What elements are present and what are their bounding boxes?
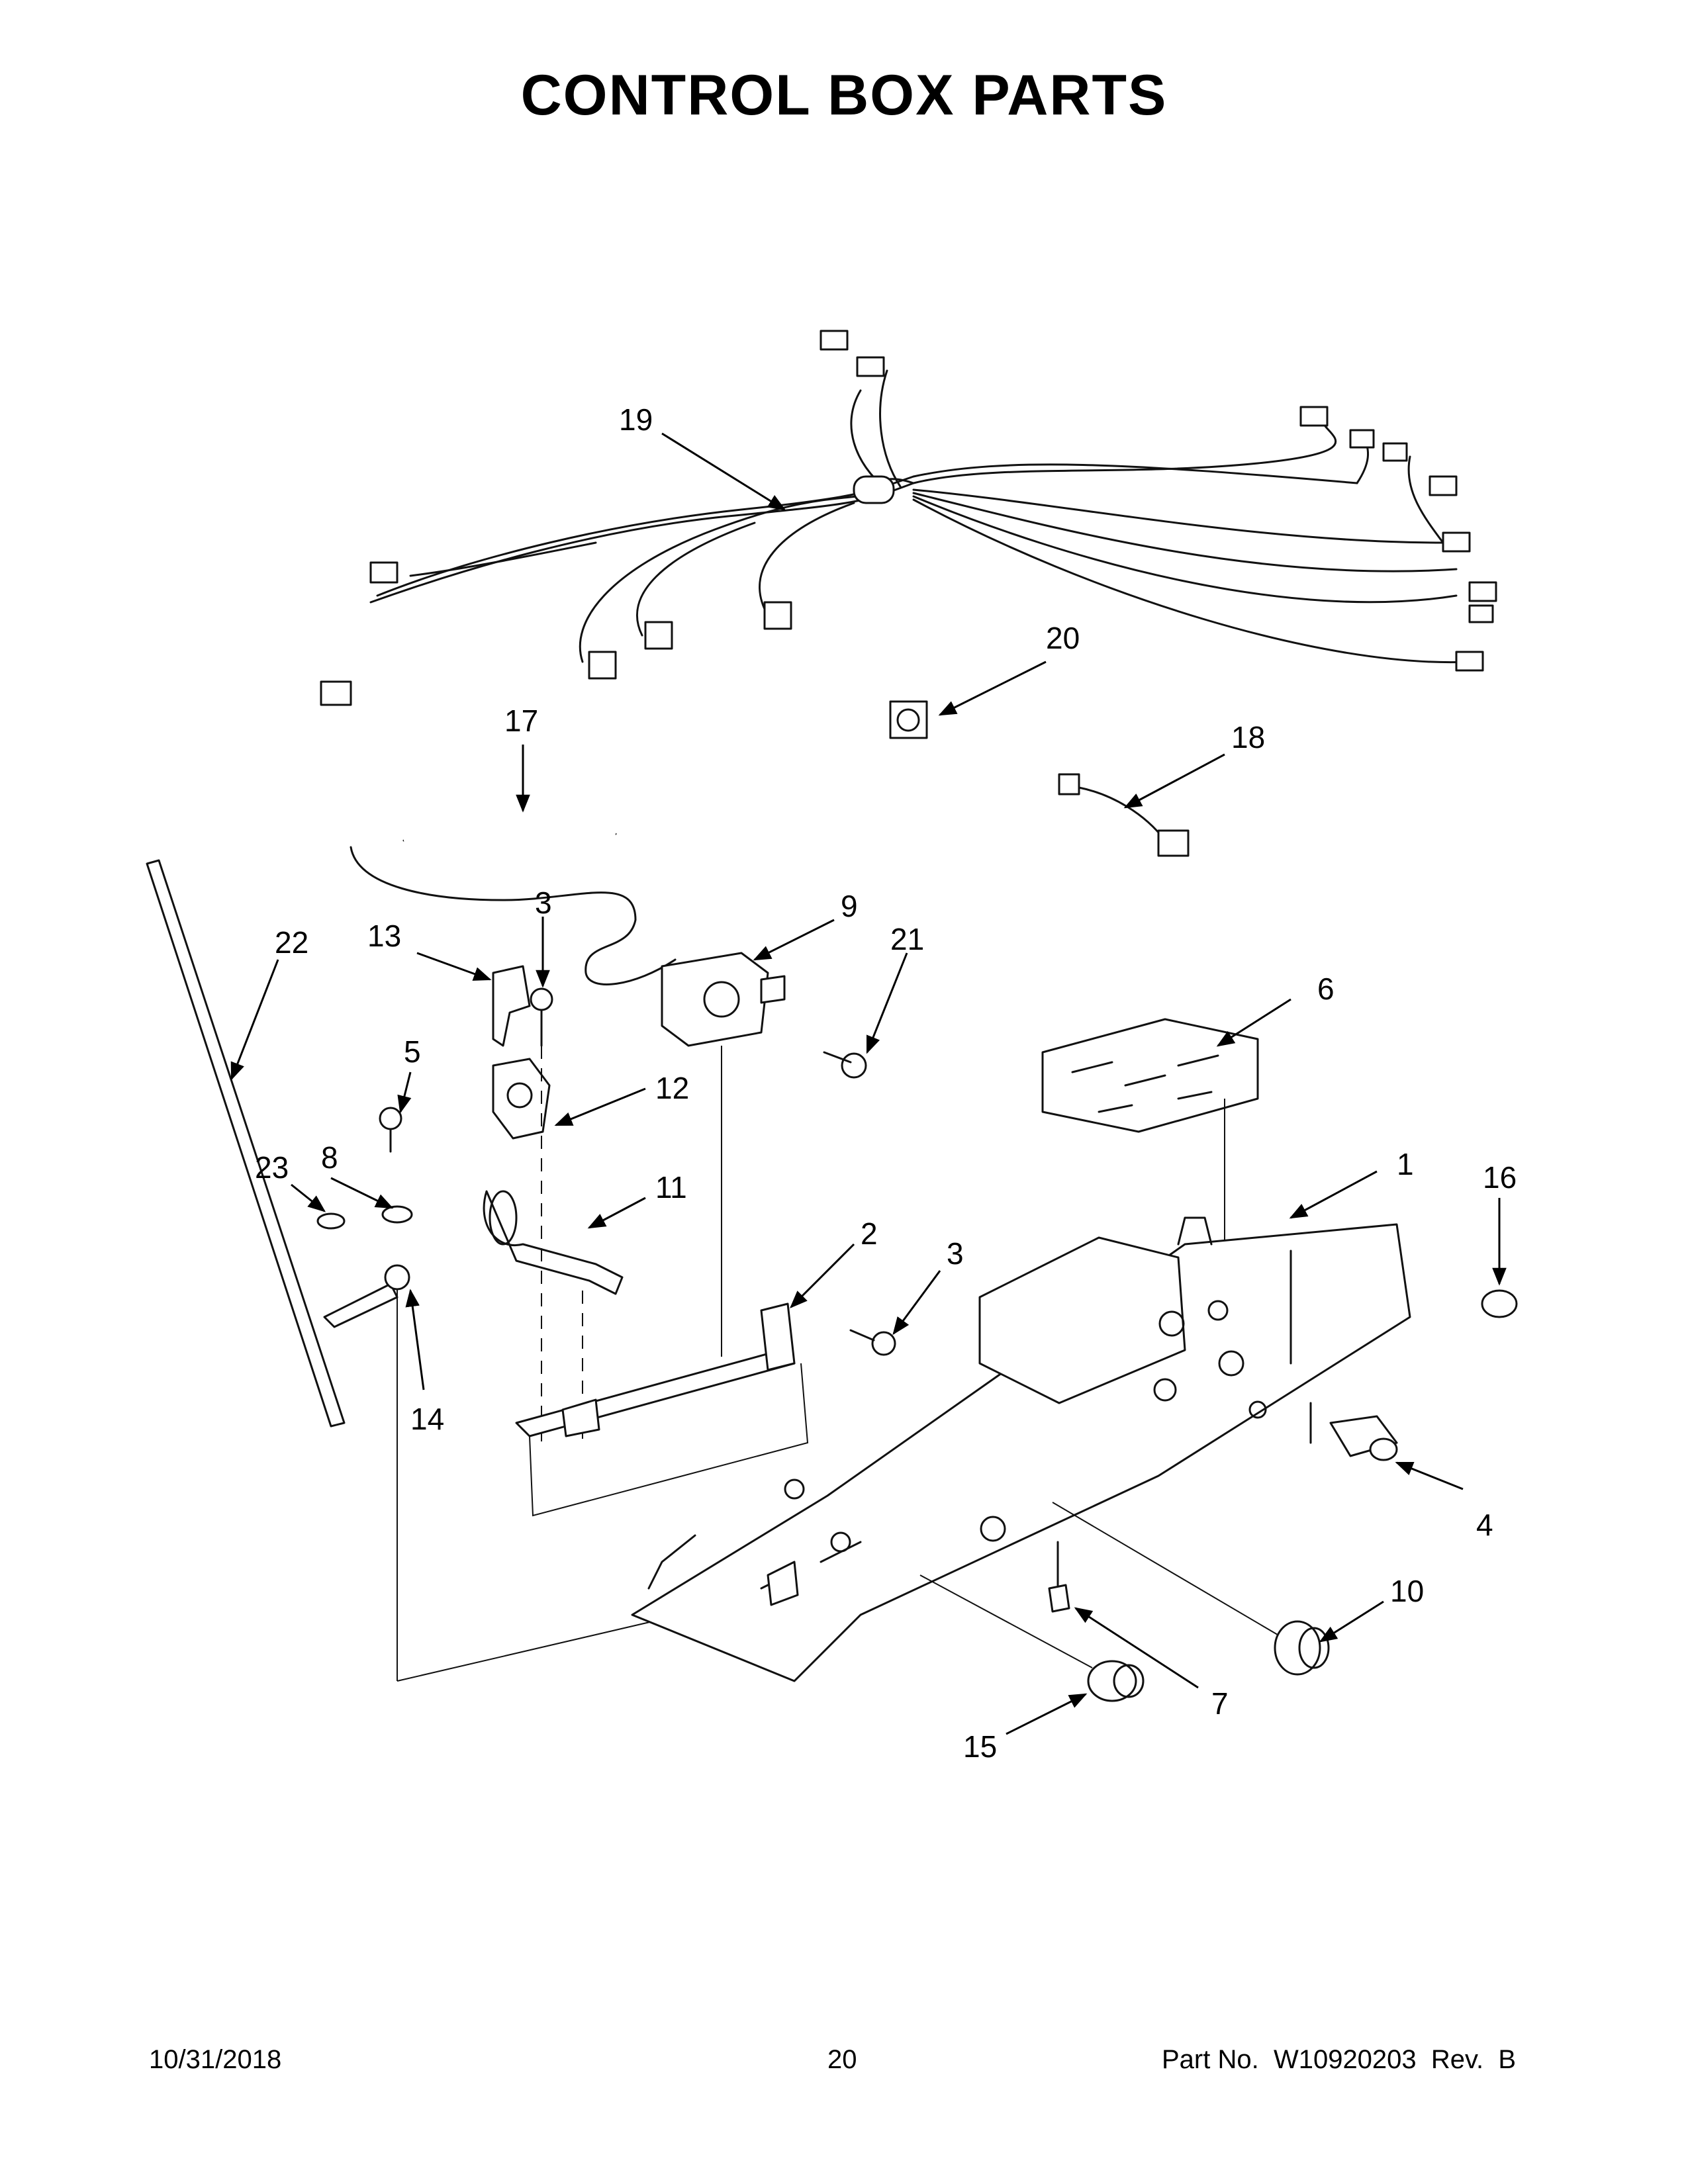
callout-20: 20 <box>1046 621 1080 655</box>
callout-9: 9 <box>841 889 858 923</box>
callout-17: 17 <box>504 704 538 738</box>
connector-20 <box>889 700 928 739</box>
callout-4: 4 <box>1476 1508 1493 1542</box>
callout-23: 23 <box>255 1150 289 1185</box>
control-board-6 <box>1041 1018 1259 1317</box>
callout-22: 22 <box>275 925 308 960</box>
callout-18: 18 <box>1231 720 1265 754</box>
callout-1: 1 <box>1397 1147 1414 1181</box>
tube-17 <box>350 819 677 985</box>
footer-page-number: 20 <box>827 2045 857 2074</box>
callout-3b: 3 <box>947 1236 964 1271</box>
bracket-2 <box>515 1302 896 1517</box>
page-title: CONTROL BOX PARTS <box>520 64 1168 127</box>
lower-right-parts <box>919 1289 1518 1702</box>
callout-19: 19 <box>619 402 653 437</box>
callout-21: 21 <box>890 922 924 956</box>
callout-labels: 19 20 18 17 9 21 13 3 22 6 12 5 11 1 16 … <box>255 402 1517 1764</box>
callout-14: 14 <box>410 1402 444 1436</box>
control-box-housing-1 <box>631 1216 1411 1682</box>
footer-part-number: Part No. W10920203 Rev. B <box>1162 2045 1517 2074</box>
callout-5: 5 <box>404 1034 421 1069</box>
callout-11: 11 <box>655 1170 687 1205</box>
callout-7: 7 <box>1211 1686 1229 1721</box>
callout-3a: 3 <box>535 886 552 920</box>
control-9 <box>661 952 867 1357</box>
footer-date: 10/31/2018 <box>149 2045 282 2074</box>
callout-13: 13 <box>367 919 401 953</box>
wire-harness <box>320 330 1497 706</box>
upper-left-parts <box>483 965 624 1443</box>
callout-10: 10 <box>1390 1574 1424 1608</box>
callout-8: 8 <box>321 1140 338 1175</box>
callout-6: 6 <box>1317 972 1335 1006</box>
callout-15: 15 <box>963 1729 997 1764</box>
rod-22 <box>146 859 346 1428</box>
callout-2: 2 <box>861 1216 878 1251</box>
callout-12: 12 <box>655 1071 689 1105</box>
sensor-18 <box>1058 773 1190 857</box>
callout-16: 16 <box>1483 1160 1517 1195</box>
leader-arrows <box>230 432 1507 1735</box>
